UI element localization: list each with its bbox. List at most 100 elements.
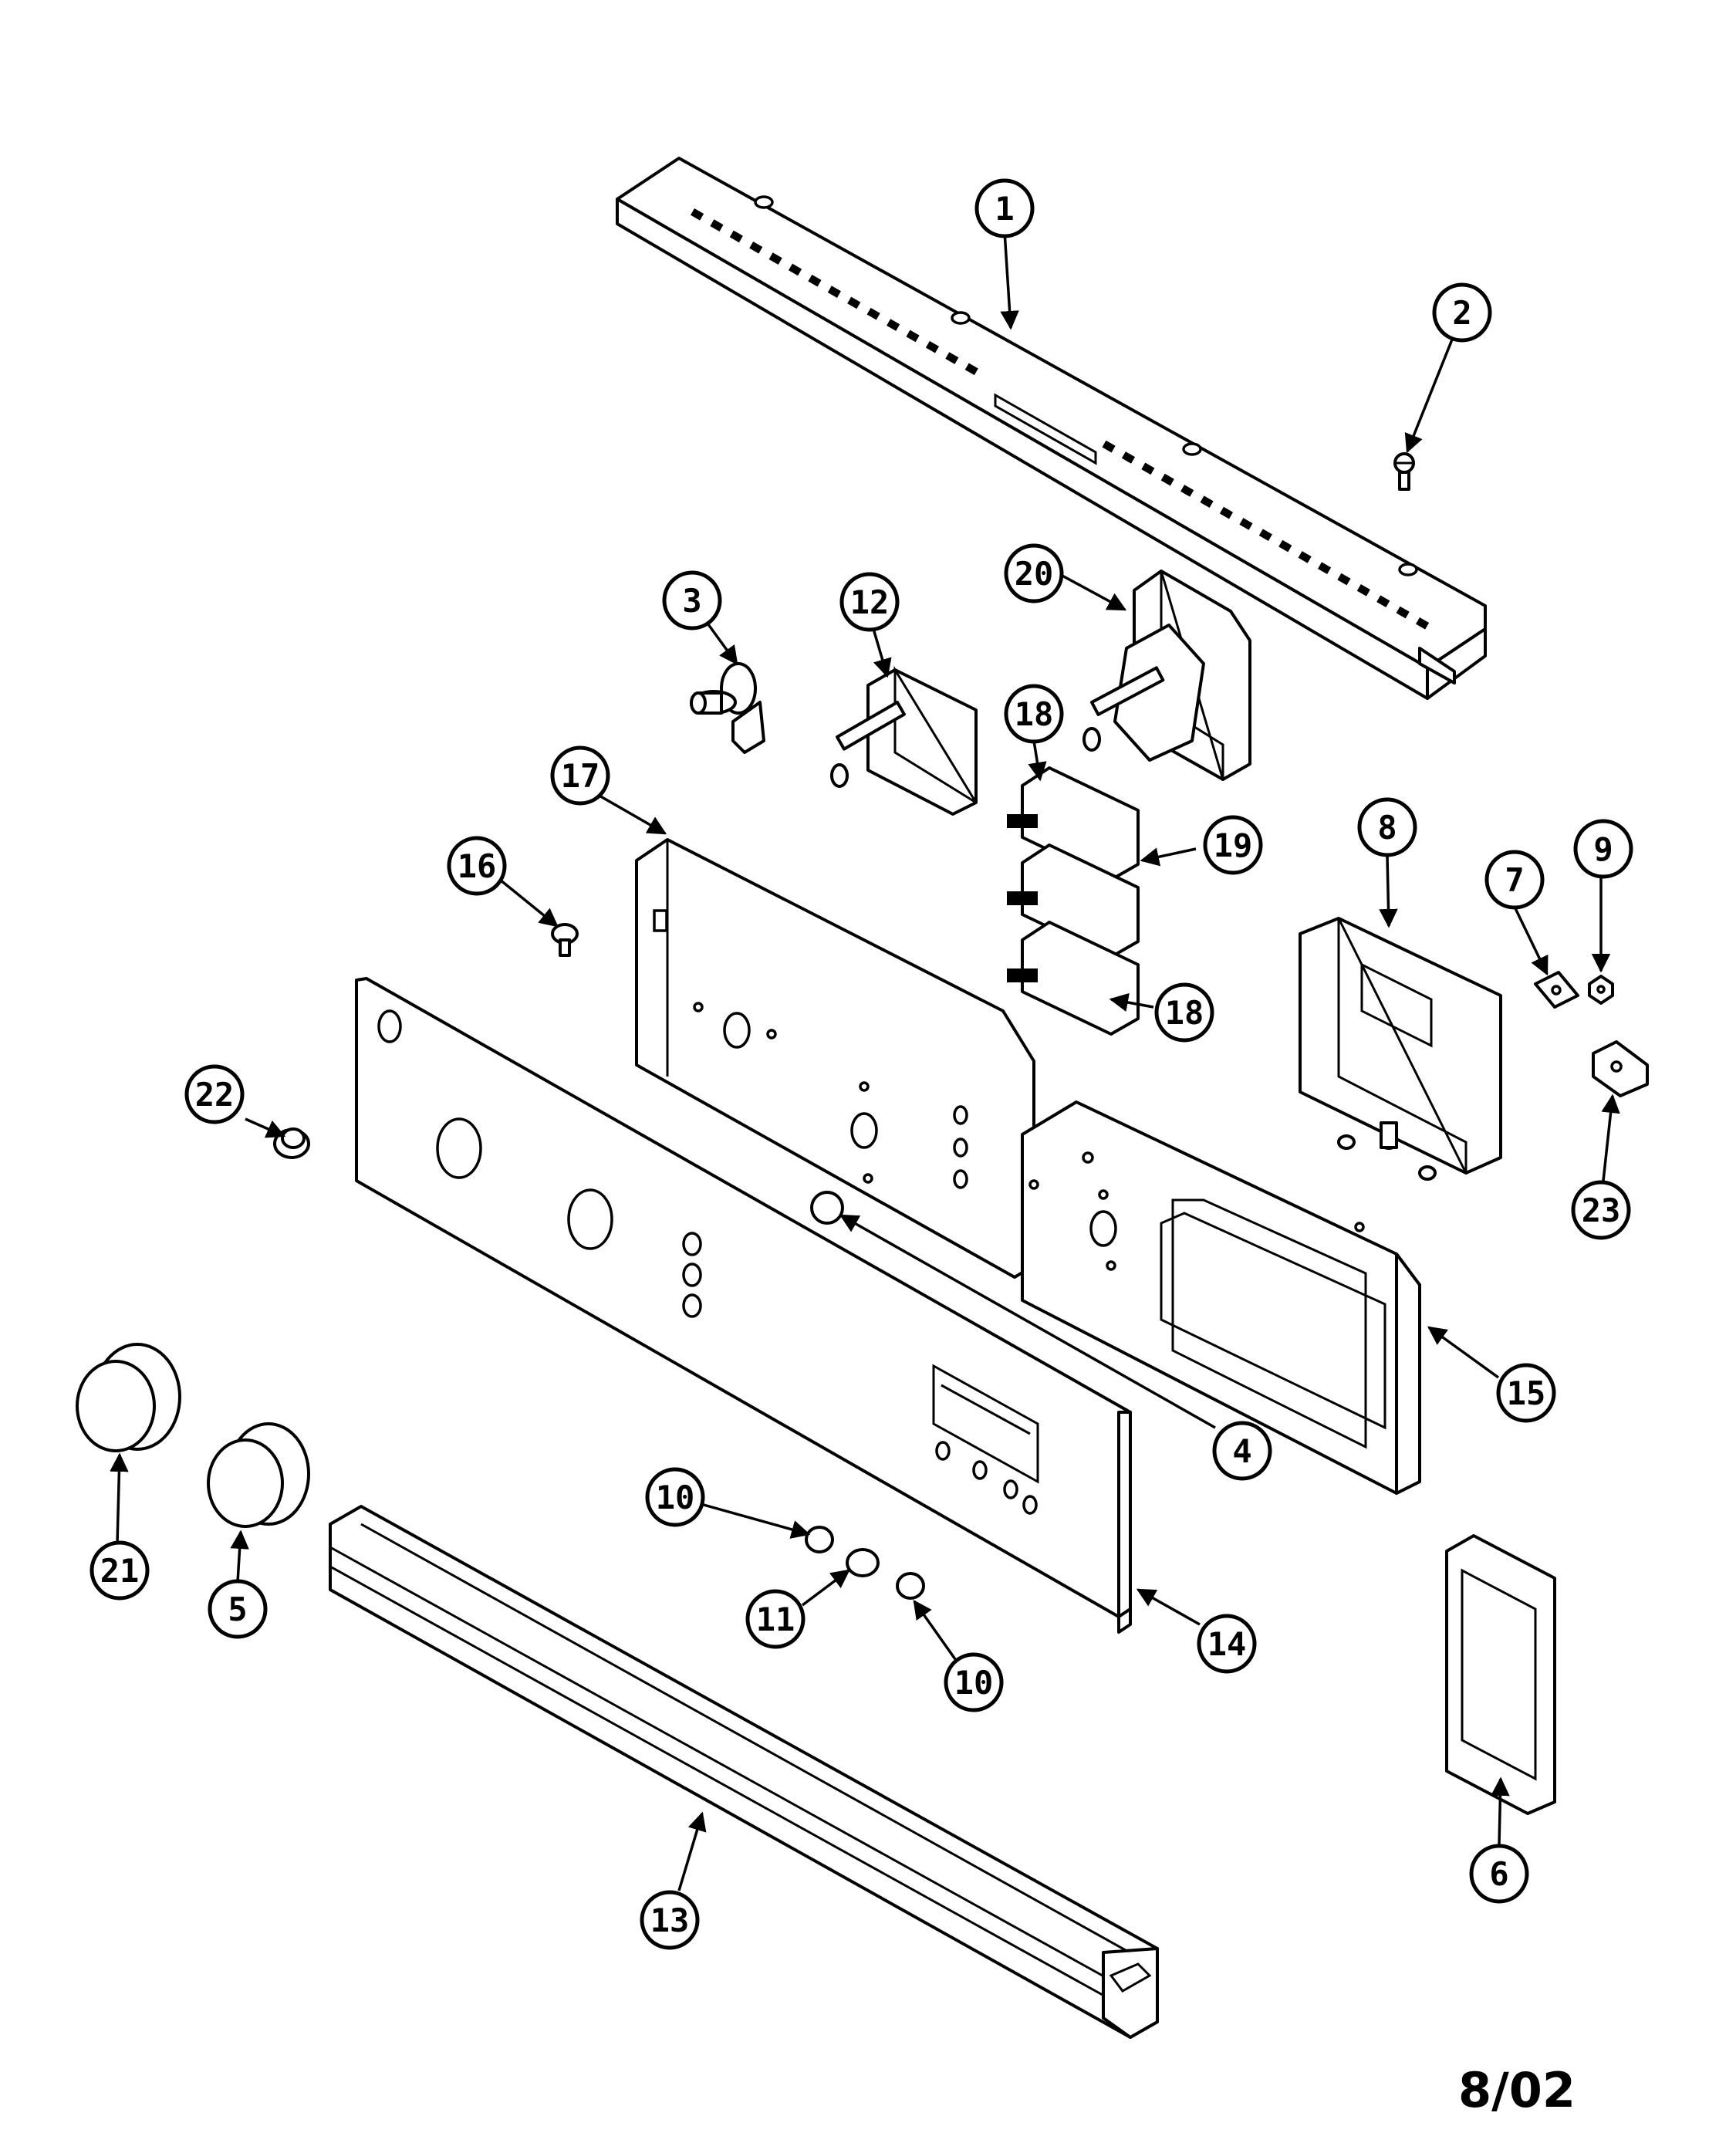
callout-8: 8	[1357, 797, 1417, 857]
callout-18-bottom: 18	[1154, 982, 1214, 1043]
svg-text:10: 10	[656, 1479, 695, 1516]
part-15-right-panel	[1021, 1100, 1421, 1495]
bracket-slot	[1219, 506, 1234, 519]
svg-text:21: 21	[100, 1552, 140, 1590]
part-14-trim	[1117, 1607, 1132, 1634]
part-2-screw	[1393, 452, 1415, 491]
leader-lines	[110, 231, 1620, 1891]
part-5-knob	[207, 1422, 310, 1528]
svg-text:18: 18	[1015, 695, 1054, 733]
callout-18-top: 18	[1004, 684, 1064, 744]
svg-text:3: 3	[682, 582, 701, 620]
bracket-slot	[1258, 529, 1272, 542]
svg-text:16: 16	[458, 847, 497, 885]
callout-20: 20	[1004, 543, 1064, 603]
svg-text:11: 11	[756, 1601, 795, 1638]
bracket-slot	[866, 307, 880, 320]
part-13-rail	[329, 1505, 1159, 2039]
svg-text:15: 15	[1507, 1374, 1546, 1412]
panel-indicator-lens	[810, 1191, 844, 1225]
callout-10-left: 10	[645, 1467, 705, 1527]
svg-text:1: 1	[995, 190, 1014, 228]
bracket-slot	[768, 252, 782, 265]
bracket-slot	[847, 296, 861, 309]
bracket-slot	[1121, 451, 1136, 464]
bracket-slot	[1160, 473, 1174, 486]
bracket-slot	[1180, 485, 1194, 497]
part-20-infinite-switch	[1082, 570, 1251, 781]
callout-5: 5	[208, 1579, 268, 1639]
callout-9: 9	[1573, 819, 1633, 879]
callout-16: 16	[447, 836, 507, 896]
part-8-electronic-control	[1299, 917, 1502, 1181]
part-16-screw	[551, 923, 579, 957]
part-10-button-b	[896, 1572, 925, 1600]
part-12-rotary-switch	[830, 665, 978, 816]
svg-text:23: 23	[1582, 1192, 1621, 1229]
svg-text:17: 17	[561, 757, 600, 795]
bracket-slot	[906, 330, 920, 343]
callout-2: 2	[1432, 282, 1492, 343]
svg-text:4: 4	[1232, 1432, 1251, 1470]
part-23-bracket-clip	[1592, 1040, 1649, 1097]
callout-21: 21	[90, 1540, 150, 1601]
bracket-slot	[1298, 551, 1312, 563]
part-18-19-switch-stack	[1007, 766, 1140, 1036]
callout-10-right: 10	[944, 1652, 1004, 1712]
bracket-slot	[1416, 617, 1430, 630]
callout-17: 17	[550, 745, 610, 806]
bracket-slot	[925, 340, 940, 353]
svg-text:8: 8	[1377, 809, 1397, 847]
callout-11: 11	[745, 1589, 806, 1649]
bracket-slot	[1239, 518, 1253, 530]
callout-1: 1	[974, 178, 1035, 238]
bracket-slot	[1337, 573, 1351, 586]
bracket-slots	[691, 208, 1430, 630]
callout-7: 7	[1484, 850, 1545, 910]
callout-14: 14	[1197, 1614, 1257, 1674]
part-10-button-a	[805, 1526, 834, 1553]
part-1-top-bracket	[616, 157, 1487, 700]
callout-4: 4	[1212, 1421, 1272, 1481]
part-6-end-cap	[1445, 1534, 1556, 1815]
svg-text:6: 6	[1489, 1855, 1508, 1893]
svg-text:12: 12	[850, 583, 890, 621]
svg-text:18: 18	[1165, 994, 1204, 1032]
bracket-slot	[945, 352, 959, 364]
bracket-slot	[1376, 595, 1390, 608]
bracket-slot	[691, 208, 704, 221]
svg-text:20: 20	[1015, 555, 1054, 593]
svg-text:5: 5	[228, 1590, 247, 1628]
part-3-switch	[690, 662, 765, 754]
bracket-slot	[1200, 495, 1214, 509]
bracket-slot	[1318, 562, 1332, 575]
bracket-slot	[789, 263, 802, 276]
part-9-nut	[1588, 975, 1614, 1005]
svg-text:22: 22	[195, 1076, 235, 1114]
callout-15: 15	[1496, 1363, 1556, 1423]
callout-3: 3	[662, 570, 722, 630]
bracket-slot	[1356, 584, 1370, 597]
svg-text:2: 2	[1452, 294, 1471, 332]
callout-6: 6	[1469, 1844, 1529, 1904]
bracket-slot	[887, 319, 900, 331]
callouts: 1 2 3 12 20 18 19 18	[90, 178, 1633, 1950]
svg-text:10: 10	[954, 1664, 994, 1702]
callout-23: 23	[1571, 1180, 1631, 1240]
part-21-knob	[76, 1343, 181, 1452]
part-7-clip	[1534, 971, 1579, 1009]
callout-19: 19	[1203, 815, 1263, 875]
bracket-slot	[827, 286, 841, 298]
bracket-slot	[1141, 462, 1155, 475]
svg-text:14: 14	[1207, 1625, 1247, 1663]
bracket-slot	[964, 363, 978, 376]
bracket-slot	[808, 274, 822, 287]
svg-text:9: 9	[1593, 830, 1613, 868]
date-code: 8/02	[1458, 2062, 1576, 2118]
callout-22: 22	[184, 1064, 245, 1124]
bracket-slot	[1396, 606, 1410, 619]
svg-text:13: 13	[650, 1901, 690, 1939]
bracket-slot	[749, 241, 763, 254]
bracket-slot	[710, 219, 724, 232]
